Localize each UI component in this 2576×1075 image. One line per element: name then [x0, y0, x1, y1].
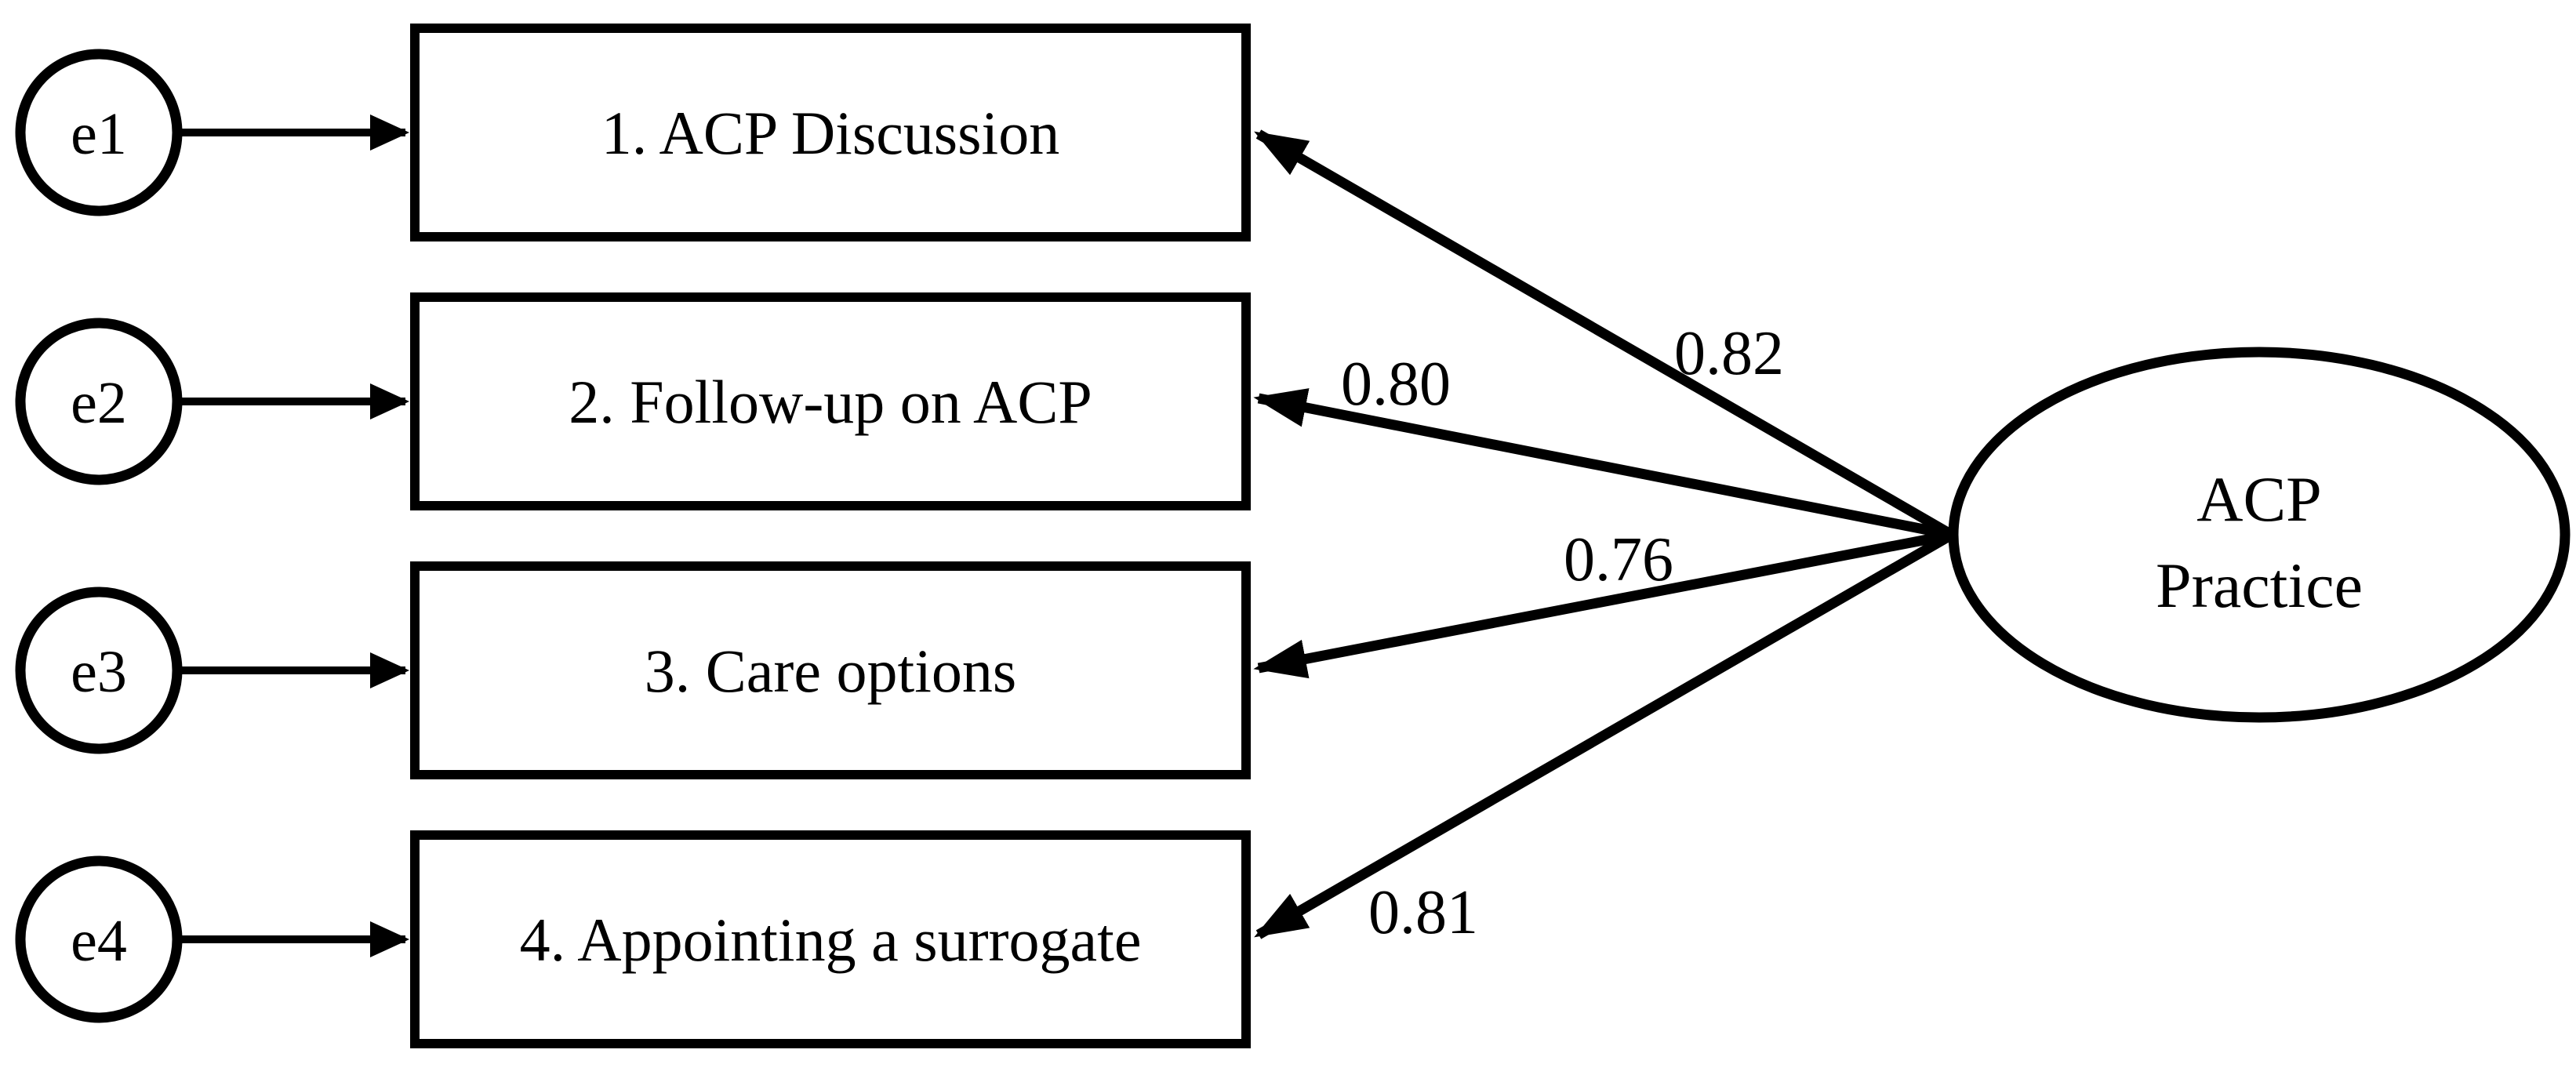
indicator-label-1: 1. ACP Discussion — [601, 99, 1059, 167]
indicator-box-3 — [410, 561, 1251, 779]
error-circle-e1 — [15, 49, 183, 216]
loading-label-1: 0.82 — [1674, 319, 1784, 388]
indicator-box-4 — [410, 830, 1251, 1048]
indicator-box-1 — [410, 24, 1251, 242]
loading-arrow-3 — [1253, 529, 1953, 679]
loading-arrow-4 — [1254, 530, 1955, 939]
error-circle-e4 — [15, 855, 183, 1023]
error-circle-e2 — [15, 318, 183, 485]
error-label-e1: e1 — [71, 101, 127, 167]
error-label-e2: e2 — [71, 370, 127, 436]
indicator-box-2 — [410, 292, 1251, 510]
loading-label-4: 0.81 — [1368, 878, 1478, 947]
latent-ellipse — [1948, 347, 2571, 723]
loading-arrow-2 — [1253, 388, 1953, 540]
error-label-e4: e4 — [71, 908, 127, 974]
latent-label-line2: Practice — [2156, 550, 2363, 621]
loading-label-3: 0.76 — [1564, 525, 1673, 594]
loading-label-2: 0.80 — [1341, 350, 1451, 419]
error-label-e3: e3 — [71, 639, 127, 705]
indicator-label-4: 4. Appointing a surrogate — [520, 906, 1142, 974]
error-circle-e3 — [15, 587, 183, 754]
indicator-label-3: 3. Care options — [645, 637, 1016, 705]
latent-label-line1: ACP — [2196, 463, 2322, 535]
indicator-label-2: 2. Follow-up on ACP — [569, 368, 1092, 436]
loading-arrow-1 — [1254, 129, 1955, 539]
